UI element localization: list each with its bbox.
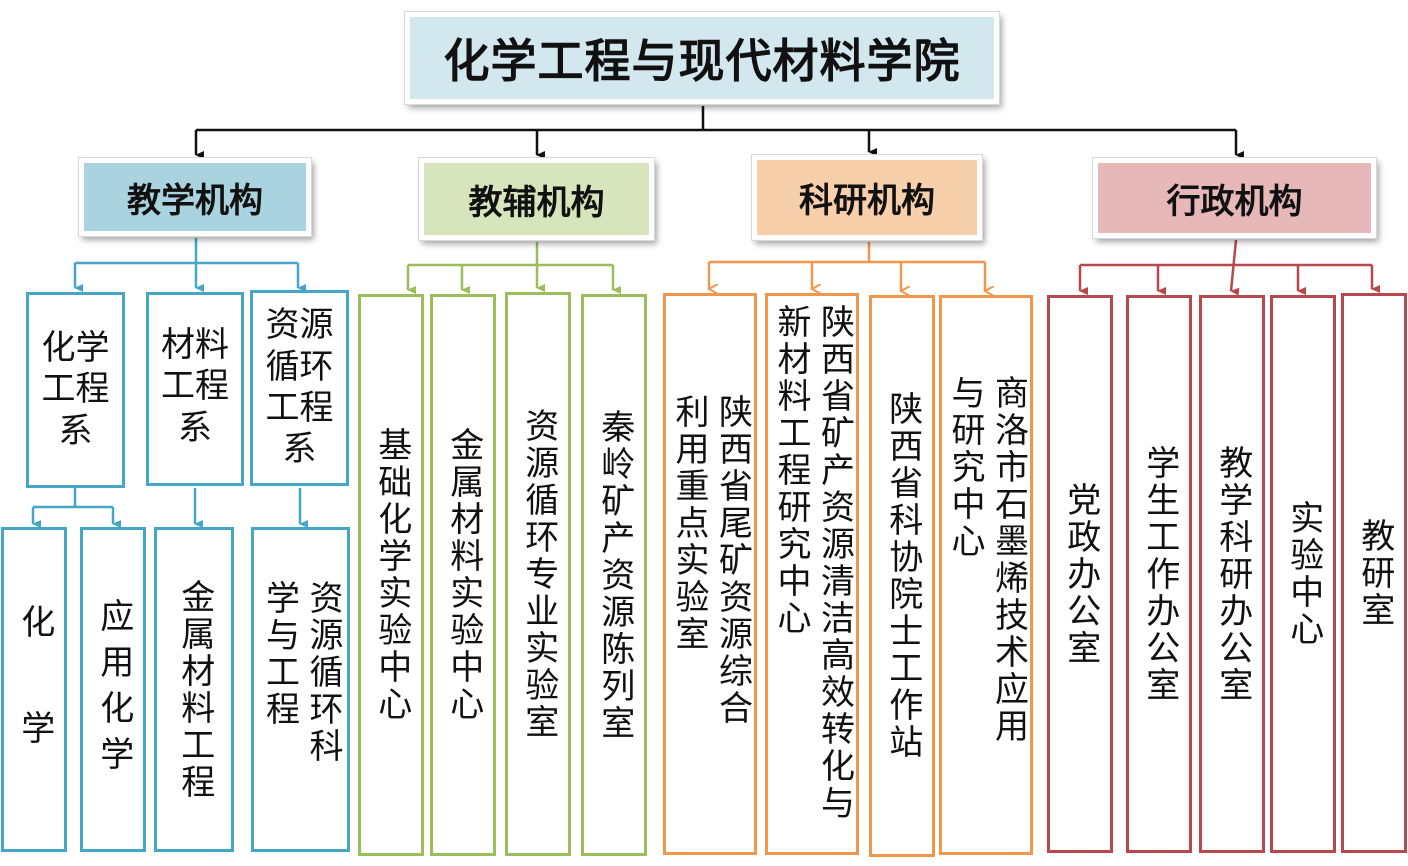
category-teaching-support: 教辅机构 [418, 157, 655, 241]
unit-academician-workstation: 陕西省科协院士工作站 [869, 295, 935, 857]
major-metal-materials-label: 金属材料工程 [174, 578, 215, 801]
category-teaching-support-label: 教辅机构 [468, 182, 605, 223]
unit-label: 秦岭矿产资源陈列室 [594, 408, 635, 742]
unit-qinling-exhibition: 秦岭矿产资源陈列室 [581, 294, 647, 856]
unit-label: 实验中心 [1283, 500, 1324, 648]
unit-label: 学生工作办公室 [1139, 444, 1180, 704]
department-chemical-engineering: 化学工程系 [26, 292, 125, 488]
major-applied-chemistry-label: 应用化学 [93, 597, 134, 782]
category-research-label: 科研机构 [799, 181, 935, 221]
unit-label: 资源循环专业实验室 [518, 407, 559, 741]
unit-graphene-center: 商洛市石墨烯技术应用与研究中心 [939, 295, 1033, 855]
unit-basic-chemistry-lab: 基础化学实验中心 [358, 294, 424, 856]
major-metal-materials: 金属材料工程 [154, 527, 234, 852]
unit-label: 商洛市石墨烯技术应用与研究中心 [945, 375, 1029, 745]
major-applied-chemistry: 应用化学 [80, 527, 146, 852]
category-research: 科研机构 [751, 154, 983, 241]
root-node-label: 化学工程与现代材料学院 [443, 34, 961, 88]
unit-mineral-conversion-center: 陕西省矿产资源清洁高效转化与新材料工程研究中心 [765, 293, 859, 855]
unit-student-affairs-office: 学生工作办公室 [1126, 295, 1192, 853]
department-materials-engineering-label: 材料工程系 [160, 325, 229, 448]
unit-teaching-research-section: 教研室 [1341, 293, 1407, 853]
major-chemistry: 化学 [1, 527, 67, 852]
category-administration-label: 行政机构 [1166, 181, 1303, 222]
major-resource-recycling-label: 资源循环科学与工程 [259, 579, 344, 765]
unit-label: 陕西省矿产资源清洁高效转化与新材料工程研究中心 [771, 304, 855, 822]
unit-label: 教研室 [1354, 517, 1395, 629]
department-resource-recycling-label: 资源循环工程系 [265, 305, 334, 470]
unit-experiment-center: 实验中心 [1270, 295, 1336, 853]
unit-metal-materials-lab: 金属材料实验中心 [430, 294, 496, 856]
unit-tailings-key-lab: 陕西省尾矿资源综合利用重点实验室 [663, 293, 757, 855]
unit-label: 基础化学实验中心 [371, 427, 412, 723]
unit-party-office: 党政办公室 [1047, 295, 1113, 853]
unit-label: 金属材料实验中心 [443, 427, 484, 723]
unit-label: 党政办公室 [1060, 481, 1101, 667]
major-chemistry-label: 化学 [14, 603, 55, 816]
department-materials-engineering: 材料工程系 [146, 292, 244, 486]
unit-label: 陕西省科协院士工作站 [882, 391, 923, 761]
major-resource-recycling: 资源循环科学与工程 [251, 527, 350, 852]
unit-resource-recycling-lab: 资源循环专业实验室 [505, 292, 571, 856]
unit-label: 教学科研办公室 [1212, 444, 1253, 704]
category-teaching-label: 教学机构 [127, 180, 263, 221]
category-teaching: 教学机构 [78, 157, 312, 237]
unit-label: 陕西省尾矿资源综合利用重点实验室 [669, 394, 753, 727]
department-resource-recycling: 资源循环工程系 [250, 290, 349, 486]
root-node-college: 化学工程与现代材料学院 [404, 11, 1000, 105]
category-administration: 行政机构 [1092, 157, 1377, 239]
department-chemical-engineering-label: 化学工程系 [41, 327, 110, 451]
unit-teaching-research-office: 教学科研办公室 [1199, 295, 1265, 853]
